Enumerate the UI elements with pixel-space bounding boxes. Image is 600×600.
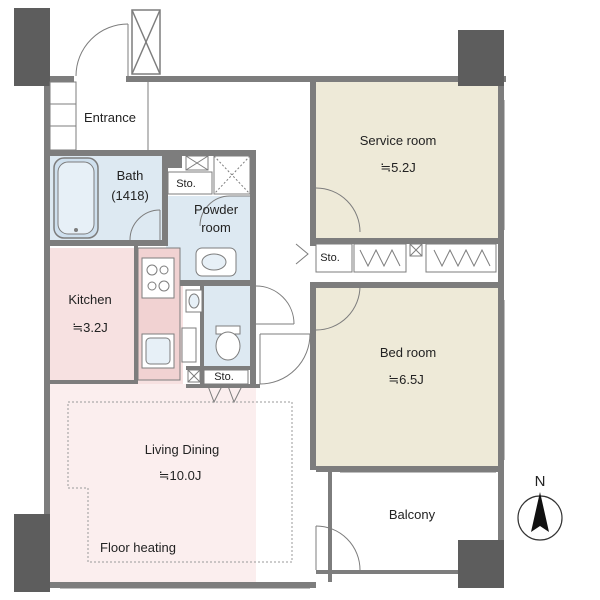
toilet-sto-box xyxy=(187,369,201,383)
windows xyxy=(60,100,505,589)
balcony-door[interactable] xyxy=(315,525,361,571)
bed-room-door[interactable] xyxy=(315,285,361,331)
bath-size: (1418) xyxy=(111,188,149,203)
service-room-floor xyxy=(316,82,499,240)
closet-folding-doors xyxy=(353,243,497,273)
sink-icon xyxy=(141,333,175,369)
kitchen-folding-door[interactable] xyxy=(207,385,243,404)
washbasin xyxy=(195,247,237,277)
living-door[interactable] xyxy=(259,333,311,385)
hall-folding-door[interactable] xyxy=(295,243,309,265)
washer-pan-cross xyxy=(213,155,251,195)
entrance-door[interactable] xyxy=(75,23,129,77)
powder-room-label-line2: room xyxy=(201,220,231,235)
stove-icon xyxy=(141,257,175,299)
shoe-cabinet xyxy=(49,81,149,151)
kitchen-area: ≒3.2J xyxy=(72,320,107,335)
bath-vent-icon xyxy=(168,156,182,168)
compass-icon xyxy=(517,492,563,541)
bath-label: Bath xyxy=(117,168,144,183)
hall-storage-label: Sto. xyxy=(320,252,340,264)
hall-floor xyxy=(256,78,316,584)
pillars xyxy=(14,8,504,592)
powder-room-label-line1: Powder xyxy=(194,202,239,217)
kitchen-label: Kitchen xyxy=(68,292,111,307)
powder-room-door[interactable] xyxy=(199,195,256,227)
living-dining-area: ≒10.0J xyxy=(159,468,202,483)
bath-storage xyxy=(167,171,213,195)
bathtub xyxy=(53,157,99,239)
floor-heating-boundary xyxy=(67,401,293,563)
refrigerator-space xyxy=(181,327,197,363)
hand-basin xyxy=(185,289,203,313)
entrance-shaft xyxy=(131,9,161,75)
toilet-storage xyxy=(203,369,249,385)
balcony-label: Balcony xyxy=(389,507,436,522)
hall-storage xyxy=(315,243,353,273)
bed-room-label: Bed room xyxy=(380,345,436,360)
compass-label: N xyxy=(535,473,546,490)
toilet-door[interactable] xyxy=(255,285,295,325)
floor-heating-label: Floor heating xyxy=(100,540,176,555)
toilet-storage-label: Sto. xyxy=(214,371,234,383)
bath-door[interactable] xyxy=(129,209,161,241)
entrance-label: Entrance xyxy=(84,110,136,125)
service-room-label: Service room xyxy=(360,133,437,148)
service-room-door[interactable] xyxy=(315,187,361,233)
small-box-icon xyxy=(185,155,209,171)
bed-room-floor xyxy=(316,286,499,468)
walls xyxy=(44,76,506,588)
bath-storage-label: Sto. xyxy=(176,178,196,190)
bed-room-area: ≒6.5J xyxy=(388,372,423,387)
living-dining-label: Living Dining xyxy=(145,442,219,457)
toilet xyxy=(215,325,241,361)
service-room-area: ≒5.2J xyxy=(380,160,415,175)
